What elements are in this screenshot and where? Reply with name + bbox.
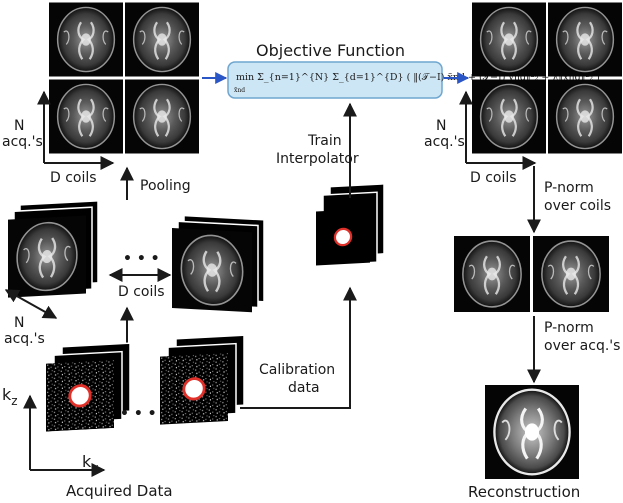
pnorm-coils-label-1: P-norm <box>544 180 594 196</box>
objective-min-sub: x̃nd <box>234 87 245 94</box>
calibration-label-2: data <box>288 380 320 396</box>
train-label-1: Train <box>307 133 342 149</box>
n-acqs-label-2: N <box>14 315 24 331</box>
pooling-label: Pooling <box>140 178 191 194</box>
reconstruction-label: Reconstruction <box>468 483 580 501</box>
d-coils-label-grid: D coils <box>50 170 97 186</box>
pooled-image-grid <box>49 2 199 154</box>
n-acqs-diagonal-arrow <box>4 289 58 319</box>
kspace-stack-right <box>160 334 245 426</box>
train-label-2: Interpolator <box>276 151 359 167</box>
coil-stack-left <box>8 200 99 299</box>
objective-box <box>227 61 443 99</box>
d-coils-label-stack: D coils <box>118 284 165 300</box>
acquired-data-label: Acquired Data <box>66 482 173 500</box>
calibration-stack <box>316 183 385 267</box>
kspace-ellipsis: • • • <box>120 406 157 422</box>
per-acq-images <box>454 236 609 312</box>
kz-label: kz <box>2 385 18 408</box>
n-acqs-label-1b: acq.'s <box>2 134 43 150</box>
objective-title: Objective Function <box>256 41 405 60</box>
coil-ellipsis: • • • <box>123 251 160 267</box>
d-coils-label-right: D coils <box>470 170 517 186</box>
calibration-arrow <box>240 286 357 409</box>
coil-stack-right <box>172 214 265 314</box>
n-acqs-label-2b: acq.'s <box>4 331 45 347</box>
pnorm-acqs-label-1: P-norm <box>544 320 594 336</box>
calibration-label-1: Calibration <box>259 362 335 378</box>
n-acqs-label-3: N <box>436 118 446 134</box>
objective-formula: min Σ_{n=1}^{N} Σ_{d=1}^{D} ( ‖(𝒯−I) x̃n… <box>236 72 600 83</box>
kspace-stack-left <box>46 342 131 432</box>
n-acqs-label-3b: acq.'s <box>424 134 465 150</box>
n-acqs-label-1: N <box>14 118 24 134</box>
ky-label: ky <box>82 452 98 475</box>
pnorm-acqs-label-2: over acq.'s <box>544 338 620 354</box>
pnorm-coils-label-2: over coils <box>544 198 611 214</box>
reconstruction-image <box>484 385 580 479</box>
